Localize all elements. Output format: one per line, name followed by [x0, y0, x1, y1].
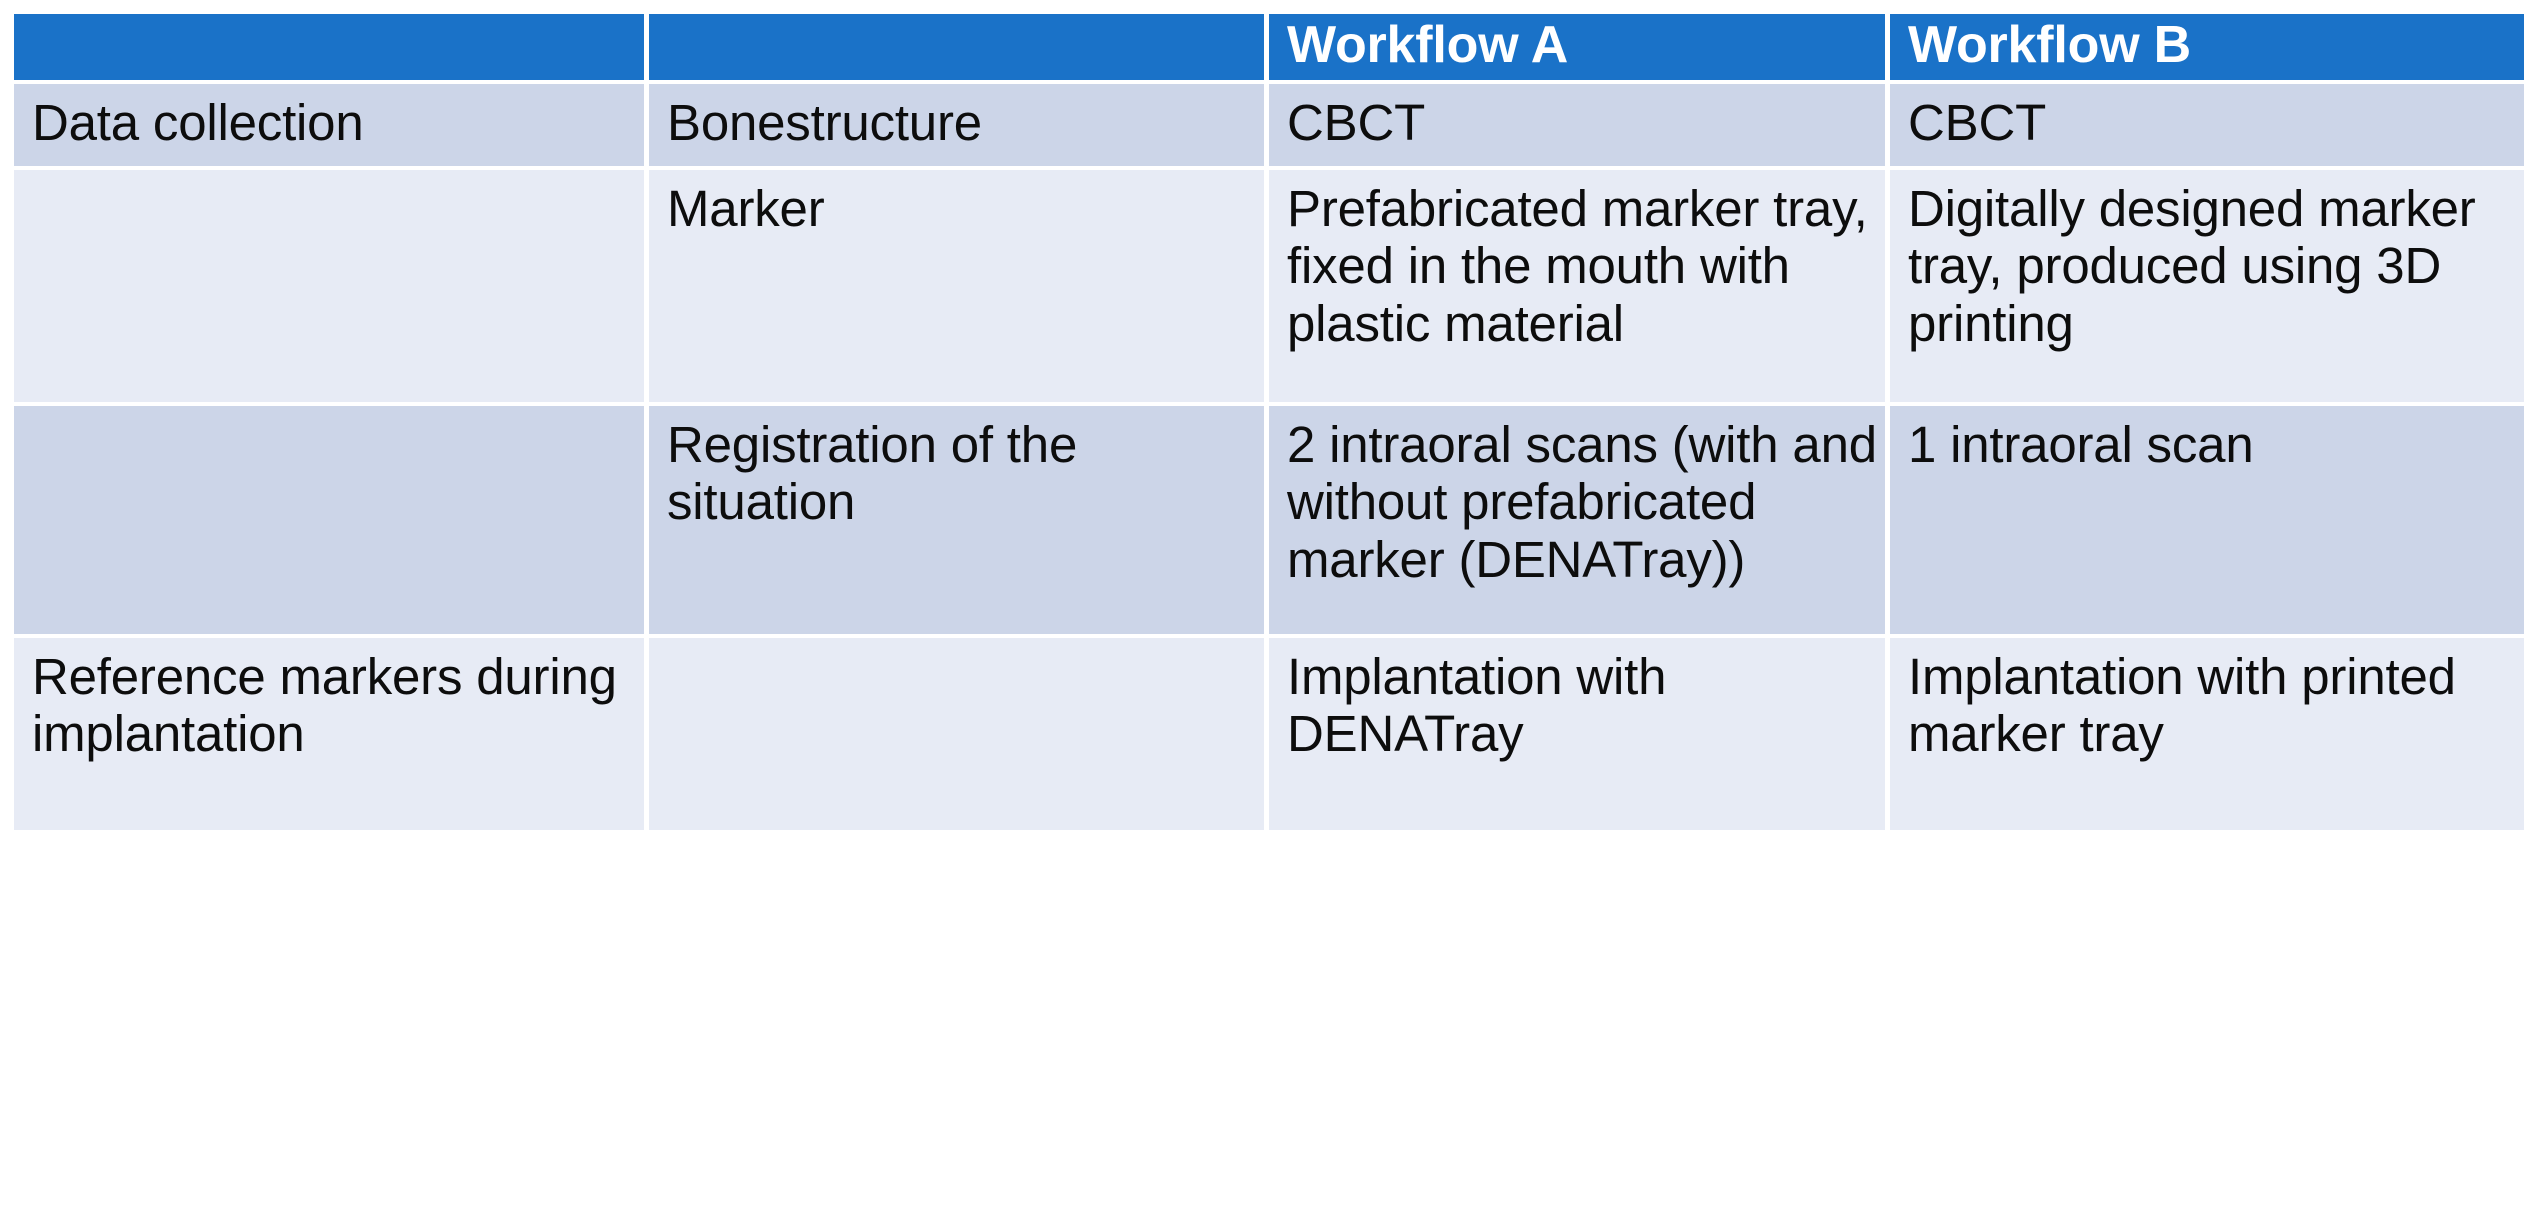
cell-workflow-a: Prefabricated marker tray, fixed in the … — [1269, 170, 1885, 402]
cell-text-workflow-a: CBCT — [1287, 94, 1426, 151]
table-header: Workflow A Workflow B — [14, 14, 2524, 80]
cell-text-workflow-a: 2 intraoral scans (with and without pref… — [1287, 416, 1877, 588]
header-row: Workflow A Workflow B — [14, 14, 2524, 80]
cell-text-workflow-b: Digitally designed marker tray, produced… — [1908, 180, 2476, 352]
cell-workflow-b: CBCT — [1890, 84, 2524, 166]
cell-text-stage: Data collection — [32, 94, 364, 151]
cell-stage: Data collection — [14, 84, 644, 166]
cell-text-workflow-b: CBCT — [1908, 94, 2047, 151]
cell-aspect: Marker — [649, 170, 1264, 402]
cell-workflow-a: 2 intraoral scans (with and without pref… — [1269, 406, 1885, 634]
cell-stage — [14, 170, 644, 402]
cell-stage: Reference markers during implantation — [14, 638, 644, 830]
header-cell-aspect — [649, 14, 1264, 80]
cell-workflow-b: Digitally designed marker tray, produced… — [1890, 170, 2524, 402]
header-label-workflow-b: Workflow B — [1908, 16, 2192, 74]
cell-text-workflow-a: Implantation with DENATray — [1287, 648, 1667, 763]
cell-aspect: Registration of the situation — [649, 406, 1264, 634]
header-cell-workflow-a: Workflow A — [1269, 14, 1885, 80]
cell-text-workflow-b: 1 intraoral scan — [1908, 416, 2254, 473]
cell-workflow-b: Implantation with printed marker tray — [1890, 638, 2524, 830]
cell-text-workflow-a: Prefabricated marker tray, fixed in the … — [1287, 180, 1868, 352]
cell-text-aspect: Registration of the situation — [667, 416, 1078, 531]
comparison-table-container: Workflow A Workflow B Data collection Bo… — [14, 14, 2524, 1204]
table-body: Data collection Bonestructure CBCT CBCT … — [14, 84, 2524, 830]
header-cell-stage — [14, 14, 644, 80]
cell-workflow-b: 1 intraoral scan — [1890, 406, 2524, 634]
cell-aspect — [649, 638, 1264, 830]
header-label-workflow-a: Workflow A — [1287, 16, 1569, 74]
cell-text-aspect: Marker — [667, 180, 825, 237]
cell-text-aspect: Bonestructure — [667, 94, 982, 151]
table-row: Marker Prefabricated marker tray, fixed … — [14, 170, 2524, 402]
cell-text-workflow-b: Implantation with printed marker tray — [1908, 648, 2456, 763]
cell-workflow-a: Implantation with DENATray — [1269, 638, 1885, 830]
cell-workflow-a: CBCT — [1269, 84, 1885, 166]
header-cell-workflow-b: Workflow B — [1890, 14, 2524, 80]
table-row: Data collection Bonestructure CBCT CBCT — [14, 84, 2524, 166]
table-row: Reference markers during implantation Im… — [14, 638, 2524, 830]
cell-text-stage: Reference markers during implantation — [32, 648, 617, 763]
workflow-comparison-table: Workflow A Workflow B Data collection Bo… — [9, 10, 2529, 834]
cell-aspect: Bonestructure — [649, 84, 1264, 166]
table-row: Registration of the situation 2 intraora… — [14, 406, 2524, 634]
cell-stage — [14, 406, 644, 634]
